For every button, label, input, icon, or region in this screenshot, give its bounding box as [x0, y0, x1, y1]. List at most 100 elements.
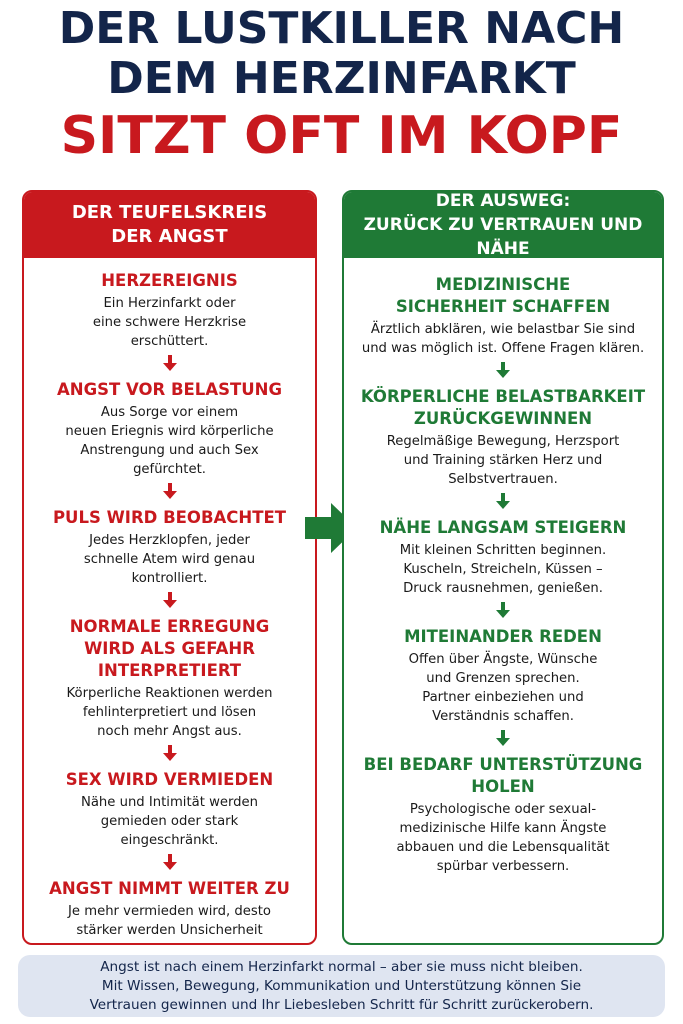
way-out-step-title-line: KÖRPERLICHE BELASTBARKEIT: [360, 387, 646, 406]
vicious-circle-panel: DER TEUFELSKREIS DER ANGST HERZEREIGNIS E…: [22, 190, 317, 945]
way-out-step-text-line: Selbstvertrauen.: [448, 472, 558, 487]
vicious-circle-step-text-line: stärker werden Unsicherheit: [76, 923, 263, 938]
vicious-circle-step-text-line: Anstrengung und auch Sex: [80, 443, 259, 458]
title-line-3: SITZT OFT IM KOPF: [60, 106, 623, 166]
vicious-circle-step-title: HERZEREIGNIS: [32, 270, 307, 292]
vicious-circle-step: HERZEREIGNIS Ein Herzinfarkt oder eine sch…: [32, 270, 307, 351]
vicious-circle-step-text: Jedes Herzklopfen, jeder schnelle Atem wi…: [32, 531, 307, 588]
way-out-step-text-line: abbauen und die Lebensqualität: [396, 840, 610, 855]
vicious-circle-step-text-line: neuen Eriegnis wird körperliche: [65, 424, 274, 439]
vicious-circle-step-title-line: ANGST NIMMT WEITER ZU: [49, 879, 290, 898]
footer-line-1: Angst ist nach einem Herzinfarkt normal …: [100, 958, 583, 975]
way-out-step-text-line: Mit kleinen Schritten beginnen.: [399, 543, 607, 558]
vicious-circle-step-text-line: Körperliche Reaktionen werden: [66, 686, 273, 701]
way-out-step-text-line: Ärztlich abklären, wie belastbar Sie sin…: [370, 322, 636, 337]
vicious-circle-step-title: ANGST VOR BELASTUNG: [32, 379, 307, 401]
way-out-step-text-line: Regelmäßige Bewegung, Herzsport: [386, 434, 620, 449]
vicious-circle-step-text-line: eine schwere Herzkrise: [92, 315, 247, 330]
way-out-header: DER AUSWEG: ZURÜCK ZU VERTRAUEN UND NÄHE: [344, 191, 662, 259]
vicious-circle-step: ANGST VOR BELASTUNG Aus Sorge vor einem ne…: [32, 379, 307, 479]
title-line-1: DER LUSTKILLER NACH: [58, 3, 625, 54]
way-out-step-text: Ärztlich abklären, wie belastbar Sie sin…: [352, 320, 654, 358]
vicious-circle-step: SEX WIRD VERMIEDEN Nähe und Intimität wer…: [32, 769, 307, 850]
vicious-circle-step-text-line: schnelle Atem wird genau: [83, 552, 256, 567]
way-out-step-text-line: spürbar verbessern.: [436, 859, 570, 874]
vicious-circle-step-text-line: Aus Sorge vor einem: [100, 405, 239, 420]
vicious-circle-step-title-line: ANGST VOR BELASTUNG: [57, 380, 282, 399]
way-out-steps: MEDIZINISCHE SICHERHEIT SCHAFFEN Ärztlich …: [344, 258, 662, 876]
vicious-circle-step-text: Nähe und Intimität werden gemieden oder s…: [32, 793, 307, 850]
way-out-step-title-line: ZURÜCKGEWINNEN: [413, 409, 593, 428]
vicious-circle-step-text-line: erschüttert.: [130, 334, 209, 349]
vicious-circle-step-text: Je mehr vermieden wird, desto stärker wer…: [32, 902, 307, 943]
way-out-step-text: Mit kleinen Schritten beginnen. Kuscheln,…: [352, 541, 654, 598]
way-out-step-title-line: MITEINANDER REDEN: [404, 627, 602, 646]
way-out-step: BEI BEDARF UNTERSTÜTZUNG HOLEN Psychologis…: [352, 754, 654, 876]
vicious-circle-step-title: ANGST NIMMT WEITER ZU: [32, 878, 307, 900]
vicious-circle-step-text: Ein Herzinfarkt oder eine schwere Herzkri…: [32, 294, 307, 351]
way-out-step-title-line: NÄHE LANGSAM STEIGERN: [379, 518, 627, 537]
vicious-circle-step-text-line: Nähe und Intimität werden: [80, 795, 259, 810]
vicious-circle-step-text-line: fehlinterpretiert und lösen: [82, 705, 257, 720]
vicious-circle-step-title-line: HERZEREIGNIS: [101, 271, 238, 290]
way-out-step-text-line: und Grenzen sprechen.: [426, 671, 580, 686]
way-out-step-title: NÄHE LANGSAM STEIGERN: [352, 517, 654, 539]
vicious-circle-step-text-line: gemieden oder stark: [100, 814, 239, 829]
vicious-circle-step-text: Aus Sorge vor einem neuen Eriegnis wird k…: [32, 403, 307, 479]
way-out-step-text-line: Psychologische oder sexual-: [409, 802, 597, 817]
vicious-circle-step-text-line: eingeschränkt.: [120, 833, 219, 848]
vicious-circle-step-title-line: WIRD ALS GEFAHR INTERPRETIERT: [84, 639, 255, 680]
vicious-circle-step-title: SEX WIRD VERMIEDEN: [32, 769, 307, 791]
vicious-circle-steps: HERZEREIGNIS Ein Herzinfarkt oder eine sch…: [24, 258, 315, 943]
vicious-circle-header-line-2: DER ANGST: [111, 226, 228, 247]
way-out-step-title-line: BEI BEDARF UNTERSTÜTZUNG: [363, 755, 643, 774]
footer-line-3: Vertrauen gewinnen und Ihr Liebesleben S…: [89, 996, 594, 1013]
vicious-circle-step: ANGST NIMMT WEITER ZU Je mehr vermieden w…: [32, 878, 307, 943]
vicious-circle-step: NORMALE ERREGUNG WIRD ALS GEFAHR INTERPRE…: [32, 616, 307, 741]
way-out-step-title-line: MEDIZINISCHE: [435, 275, 571, 294]
vicious-circle-step-text-line: Ein Herzinfarkt oder: [103, 296, 236, 311]
vicious-circle-header-line-1: DER TEUFELSKREIS: [71, 202, 268, 223]
way-out-step-text-line: Verständnis schaffen.: [432, 709, 574, 724]
way-out-step-text-line: medizinische Hilfe kann Ängste: [399, 821, 607, 836]
way-out-step-title: MEDIZINISCHE SICHERHEIT SCHAFFEN: [352, 274, 654, 318]
footer-note: Angst ist nach einem Herzinfarkt normal …: [18, 955, 665, 1017]
vicious-circle-step-text-line: und Angst.: [32, 940, 307, 943]
vicious-circle-step-text: Körperliche Reaktionen werden fehlinterpr…: [32, 684, 307, 741]
way-out-step-title-line: SICHERHEIT SCHAFFEN: [395, 297, 611, 316]
way-out-step: NÄHE LANGSAM STEIGERN Mit kleinen Schritt…: [352, 517, 654, 598]
way-out-step-title-line: HOLEN: [471, 777, 535, 796]
way-out-step-text: Psychologische oder sexual-medizinische …: [352, 800, 654, 876]
way-out-header-line-2: ZURÜCK ZU VERTRAUEN UND NÄHE: [363, 215, 643, 259]
way-out-step-text: Offen über Ängste, Wünsche und Grenzen sp…: [352, 650, 654, 726]
vicious-circle-step-text-line: noch mehr Angst aus.: [97, 724, 242, 739]
vicious-circle-step-title-line: NORMALE ERREGUNG: [69, 617, 270, 636]
vicious-circle-step-text-line: Je mehr vermieden wird, desto: [68, 904, 271, 919]
way-out-step-text-line: und was möglich ist. Offene Fragen kläre…: [361, 341, 645, 356]
way-out-step-text-line: Partner einbeziehen und: [422, 690, 584, 705]
way-out-step-text: Regelmäßige Bewegung, Herzsport und Train…: [352, 432, 654, 489]
way-out-step-text-line: Kuscheln, Streicheln, Küssen –: [403, 562, 603, 577]
way-out-step: MITEINANDER REDEN Offen über Ängste, Wüns…: [352, 626, 654, 726]
way-out-step-text-line: Druck rausnehmen, genießen.: [403, 581, 603, 596]
way-out-step: KÖRPERLICHE BELASTBARKEIT ZURÜCKGEWINNEN R…: [352, 386, 654, 489]
way-out-step-text-line: Offen über Ängste, Wünsche: [408, 652, 598, 667]
footer-line-2: Mit Wissen, Bewegung, Kommunikation und …: [101, 977, 582, 994]
way-out-step-text-line: und Training stärken Herz und: [403, 453, 603, 468]
vicious-circle-step-text-line: kontrolliert.: [131, 571, 208, 586]
vicious-circle-step-title-line: SEX WIRD VERMIEDEN: [65, 770, 274, 789]
vicious-circle-header: DER TEUFELSKREIS DER ANGST: [24, 192, 315, 258]
way-out-step: MEDIZINISCHE SICHERHEIT SCHAFFEN Ärztlich …: [352, 274, 654, 358]
way-out-header-line-1: DER AUSWEG:: [435, 191, 571, 211]
way-out-panel: DER AUSWEG: ZURÜCK ZU VERTRAUEN UND NÄHE…: [342, 190, 664, 945]
vicious-circle-step-text-line: gefürchtet.: [133, 462, 206, 477]
way-out-step-title: BEI BEDARF UNTERSTÜTZUNG HOLEN: [352, 754, 654, 798]
vicious-circle-step-title: PULS WIRD BEOBACHTET: [32, 507, 307, 529]
title-line-2: DEM HERZINFARKT: [107, 53, 576, 104]
vicious-circle-step: PULS WIRD BEOBACHTET Jedes Herzklopfen, j…: [32, 507, 307, 588]
vicious-circle-step-text-line: Jedes Herzklopfen, jeder: [89, 533, 250, 548]
vicious-circle-step-title-line: PULS WIRD BEOBACHTET: [52, 508, 287, 527]
page-title: DER LUSTKILLER NACH DEM HERZINFARKT SITZ…: [0, 3, 683, 167]
way-out-step-title: MITEINANDER REDEN: [352, 626, 654, 648]
vicious-circle-step-title: NORMALE ERREGUNG WIRD ALS GEFAHR INTERPRE…: [32, 616, 307, 682]
